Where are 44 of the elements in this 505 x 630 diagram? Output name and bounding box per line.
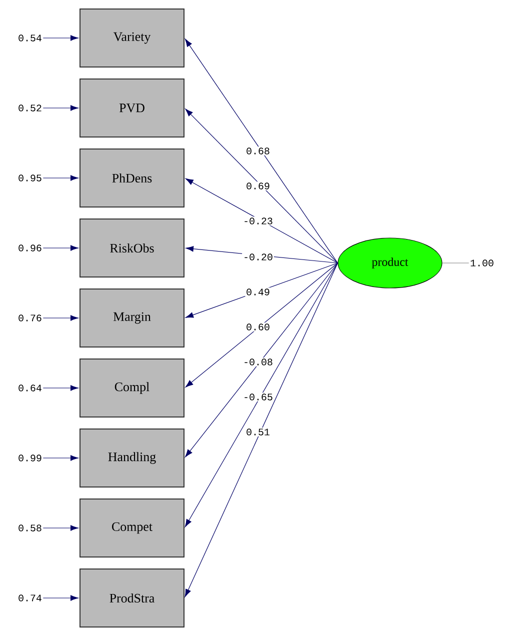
value-label: 0.58	[18, 524, 42, 532]
arrow	[42, 175, 78, 181]
arrow	[42, 35, 78, 41]
value-label: 0.99	[18, 454, 42, 462]
variable-box: Margin	[80, 288, 184, 348]
variable-box: PVD	[80, 78, 184, 138]
edge-label: 0.51	[245, 428, 271, 436]
value-label: 0.54	[18, 34, 42, 42]
edge-label: -0.65	[242, 392, 274, 402]
variable-box: ProdStra	[80, 568, 184, 628]
edge-label: 0.49	[245, 288, 271, 296]
arrow	[184, 262, 338, 598]
arrow	[42, 385, 78, 391]
arrow	[185, 178, 338, 264]
value-label: 1.00	[470, 260, 494, 266]
arrow	[42, 455, 78, 461]
edge-label: -0.08	[242, 358, 274, 366]
variable-box: RiskObs	[80, 218, 184, 278]
arrow	[42, 595, 78, 601]
arrow	[184, 38, 338, 264]
variable-box: Compet	[80, 498, 184, 558]
edge-label: 0.60	[245, 322, 271, 332]
edge-label: -0.23	[242, 216, 274, 226]
arrow	[42, 315, 78, 321]
value-label: 0.52	[18, 104, 42, 112]
variable-box: PhDens	[80, 148, 184, 208]
edge-label: -0.20	[242, 252, 274, 262]
variable-box: Variety	[80, 8, 184, 68]
arrow	[185, 262, 338, 388]
value-label: 0.95	[18, 174, 42, 182]
arrow	[42, 105, 78, 111]
arrow	[185, 108, 338, 264]
value-label: 0.76	[18, 314, 42, 322]
variable-box: Compl	[80, 358, 184, 418]
arrow	[184, 262, 338, 528]
edge-label: 0.69	[245, 182, 271, 190]
variable-box: Handling	[80, 428, 184, 488]
arrow	[42, 245, 78, 251]
value-label: 0.64	[18, 384, 42, 392]
value-label: 0.74	[18, 594, 42, 602]
arrow	[42, 525, 78, 531]
edge-label: 0.68	[245, 146, 271, 156]
arrow	[185, 262, 338, 458]
value-label: 0.96	[18, 244, 42, 252]
